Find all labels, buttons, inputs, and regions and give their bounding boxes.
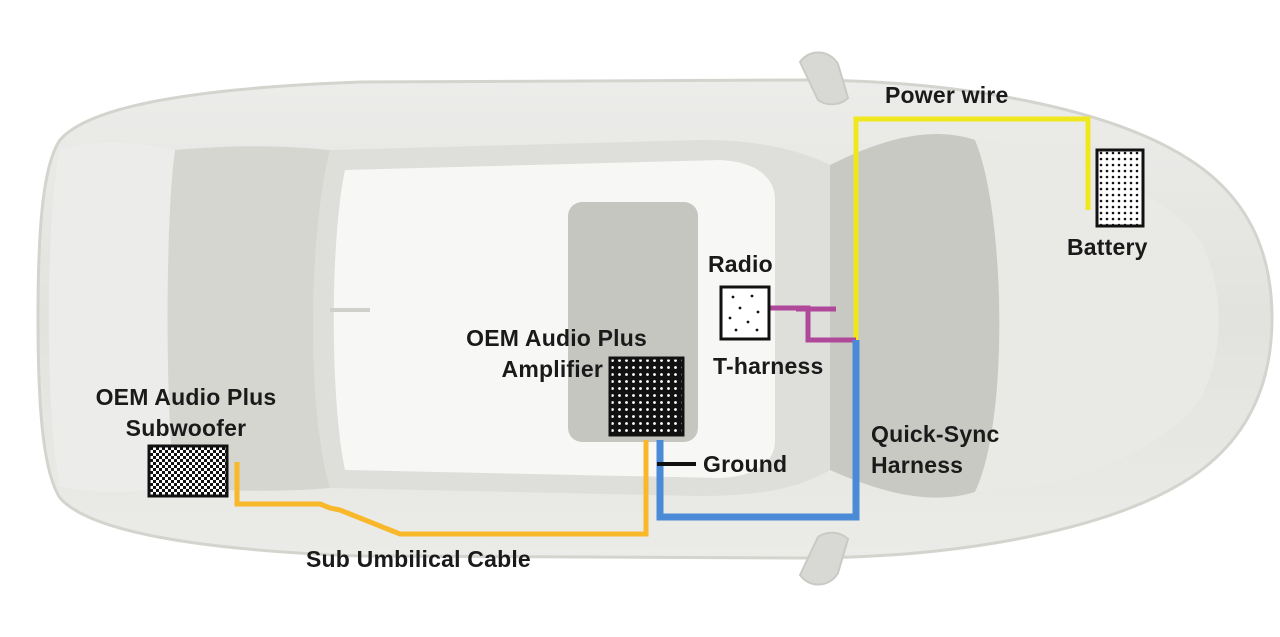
t-harness-wire	[770, 305, 856, 343]
subwoofer-label-line1: OEM Audio Plus	[95, 384, 277, 410]
quick-sync-harness-wire	[656, 340, 860, 521]
radio-dots	[728, 294, 760, 332]
ground-label: Ground	[703, 451, 788, 477]
mirror-bottom	[798, 531, 850, 586]
battery-box	[1095, 148, 1145, 228]
quick-sync-label-line2: Harness	[871, 452, 964, 478]
amplifier-label-line1: OEM Audio Plus	[466, 325, 647, 351]
wires	[234, 116, 1091, 537]
t-harness-label: T-harness	[713, 353, 824, 379]
battery-label: Battery	[1067, 234, 1148, 260]
rear-window	[167, 146, 330, 491]
amplifier-label-line2: Amplifier	[501, 356, 603, 382]
windshield	[830, 134, 1000, 498]
roof-panel	[333, 160, 775, 478]
power-wire	[853, 116, 1091, 340]
components	[147, 148, 1145, 498]
radio-label: Radio	[708, 251, 773, 277]
sub-umbilical-cable	[234, 440, 649, 537]
quick-sync-label-line1: Quick-Sync	[871, 421, 1000, 447]
amplifier-box	[608, 356, 685, 437]
sub-umbilical-label: Sub Umbilical Cable	[306, 546, 531, 572]
subwoofer-label-line2: Subwoofer	[125, 415, 247, 441]
power-wire-label: Power wire	[885, 82, 1009, 108]
hood	[975, 140, 1219, 492]
trunk	[48, 142, 175, 492]
mirror-top	[798, 51, 850, 106]
radio-box	[719, 285, 771, 341]
subwoofer-box	[147, 444, 229, 498]
